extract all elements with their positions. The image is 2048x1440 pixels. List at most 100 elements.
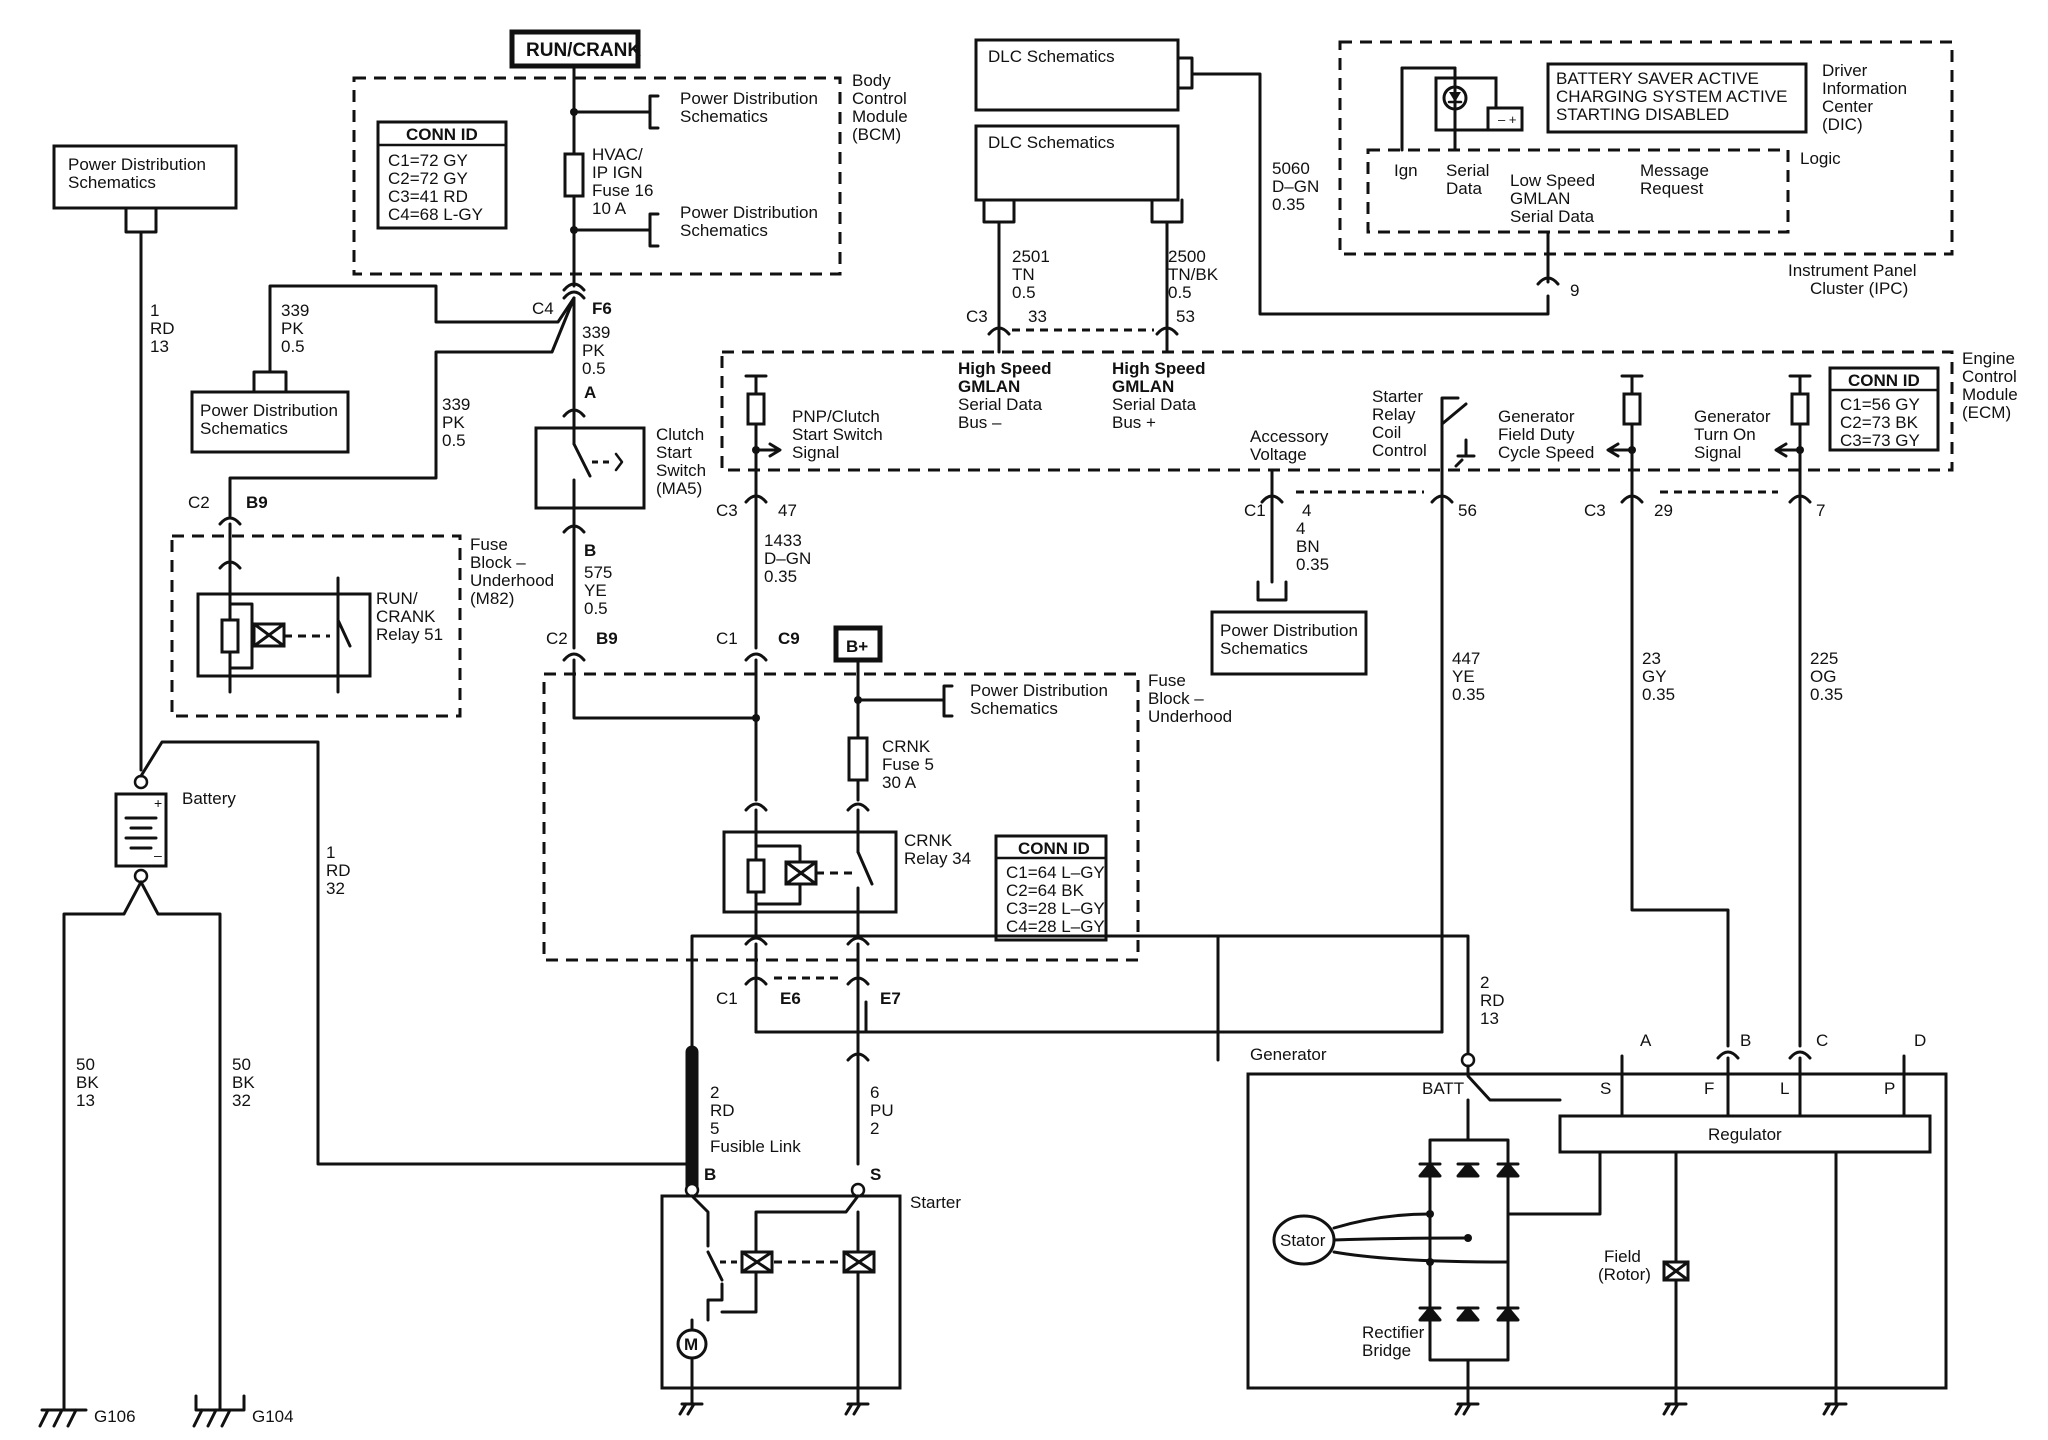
svg-text:Information: Information	[1822, 79, 1907, 98]
fuse16-label: HVAC/	[592, 145, 643, 164]
svg-text:Accessory: Accessory	[1250, 427, 1329, 446]
svg-text:+: +	[154, 795, 162, 811]
svg-text:Relay 34: Relay 34	[904, 849, 971, 868]
svg-text:P: P	[1884, 1079, 1895, 1098]
svg-text:Regulator: Regulator	[1708, 1125, 1782, 1144]
svg-text:33: 33	[1028, 307, 1047, 326]
svg-text:50: 50	[76, 1055, 95, 1074]
svg-text:Ign: Ign	[1394, 161, 1418, 180]
svg-text:0.5: 0.5	[281, 337, 305, 356]
svg-text:7: 7	[1816, 501, 1825, 520]
svg-text:32: 32	[326, 879, 345, 898]
bcm-conn-id-title: CONN ID	[406, 125, 478, 144]
svg-text:9: 9	[1570, 281, 1579, 300]
svg-text:CHARGING SYSTEM ACTIVE: CHARGING SYSTEM ACTIVE	[1556, 87, 1787, 106]
svg-text:Turn On: Turn On	[1694, 425, 1756, 444]
svg-text:Start Switch: Start Switch	[792, 425, 883, 444]
ecm: Engine Control Module (ECM) CONN ID C1=5…	[716, 349, 2018, 1048]
svg-text:C3=41 RD: C3=41 RD	[388, 187, 468, 206]
svg-text:1433: 1433	[764, 531, 802, 550]
svg-text:Starter: Starter	[910, 1193, 961, 1212]
svg-text:447: 447	[1452, 649, 1480, 668]
svg-text:0.35: 0.35	[1452, 685, 1485, 704]
svg-text:D–GN: D–GN	[764, 549, 811, 568]
svg-text:C2: C2	[188, 493, 210, 512]
svg-text:Underhood: Underhood	[470, 571, 554, 590]
svg-text:C2=72 GY: C2=72 GY	[388, 169, 468, 188]
svg-text:50: 50	[232, 1055, 251, 1074]
svg-text:2: 2	[1480, 973, 1489, 992]
svg-text:E7: E7	[880, 989, 901, 1008]
svg-text:TN: TN	[1012, 265, 1035, 284]
svg-text:E6: E6	[780, 989, 801, 1008]
svg-text:(Rotor): (Rotor)	[1598, 1265, 1651, 1284]
svg-text:C3=28 L–GY: C3=28 L–GY	[1006, 899, 1105, 918]
svg-text:Schematics: Schematics	[680, 107, 768, 126]
battery-section: + – Battery 1 RD 32 50 BK 13 50 BK 32 G1…	[38, 740, 694, 1428]
svg-text:6: 6	[870, 1083, 879, 1102]
svg-text:0.35: 0.35	[764, 567, 797, 586]
svg-text:High Speed: High Speed	[958, 359, 1052, 378]
svg-text:Coil: Coil	[1372, 423, 1401, 442]
svg-text:STARTING DISABLED: STARTING DISABLED	[1556, 105, 1729, 124]
svg-text:0.5: 0.5	[1168, 283, 1192, 302]
svg-text:30 A: 30 A	[882, 773, 917, 792]
svg-text:C1=72 GY: C1=72 GY	[388, 151, 468, 170]
fuse-block-m82: C2 B9 RUN/ CRANK Relay 51 Fuse Block – U…	[170, 493, 554, 718]
svg-text:Power Distribution: Power Distribution	[200, 401, 338, 420]
svg-text:13: 13	[76, 1091, 95, 1110]
svg-text:CONN ID: CONN ID	[1848, 371, 1920, 390]
svg-text:–: –	[154, 847, 162, 863]
svg-text:C2: C2	[546, 629, 568, 648]
clutch-start-switch: A Clutch Start Switch (MA5) B 575 YE 0.5	[534, 383, 706, 650]
svg-text:C3=73 GY: C3=73 GY	[1840, 431, 1920, 450]
svg-text:2501: 2501	[1012, 247, 1050, 266]
svg-text:Cycle Speed: Cycle Speed	[1498, 443, 1594, 462]
svg-text:23: 23	[1642, 649, 1661, 668]
svg-text:4: 4	[1302, 501, 1311, 520]
svg-text:Driver: Driver	[1822, 61, 1868, 80]
svg-text:Control: Control	[852, 89, 907, 108]
svg-text:B: B	[704, 1165, 716, 1184]
svg-text:Signal: Signal	[1694, 443, 1741, 462]
svg-text:Clutch: Clutch	[656, 425, 704, 444]
svg-text:5: 5	[710, 1119, 719, 1138]
svg-text:C1: C1	[716, 989, 738, 1008]
svg-text:B+: B+	[846, 637, 868, 656]
power-dist-left: Power Distribution Schematics 1 RD 13 Po…	[52, 144, 350, 772]
bcm-area: RUN/CRANK Body Control Module (BCM) CONN…	[228, 29, 908, 518]
svg-text:GMLAN: GMLAN	[1112, 377, 1174, 396]
svg-text:C2=73 BK: C2=73 BK	[1840, 413, 1919, 432]
svg-text:Switch: Switch	[656, 461, 706, 480]
svg-text:C4: C4	[532, 299, 554, 318]
svg-text:Engine: Engine	[1962, 349, 2015, 368]
svg-text:PK: PK	[281, 319, 304, 338]
svg-text:High Speed: High Speed	[1112, 359, 1206, 378]
svg-text:0.5: 0.5	[584, 599, 608, 618]
svg-text:CONN ID: CONN ID	[1018, 839, 1090, 858]
svg-text:Power Distribution: Power Distribution	[1220, 621, 1358, 640]
svg-text:Underhood: Underhood	[1148, 707, 1232, 726]
bcm-label-1: Body	[852, 71, 891, 90]
svg-text:C9: C9	[778, 629, 800, 648]
svg-text:PU: PU	[870, 1101, 894, 1120]
svg-text:Field: Field	[1604, 1247, 1641, 1266]
svg-text:Generator: Generator	[1694, 407, 1771, 426]
svg-text:B: B	[1740, 1031, 1751, 1050]
svg-text:PK: PK	[582, 341, 605, 360]
svg-text:Instrument Panel: Instrument Panel	[1788, 261, 1917, 280]
svg-text:(MA5): (MA5)	[656, 479, 702, 498]
svg-text:Block –: Block –	[1148, 689, 1204, 708]
svg-text:– +: – +	[1498, 112, 1516, 127]
dlc-ipc: DLC Schematics DLC Schematics 2501 TN 0.…	[958, 38, 1954, 432]
svg-text:Relay 51: Relay 51	[376, 625, 443, 644]
svg-text:Module: Module	[1962, 385, 2018, 404]
generator: 2 RD 13 Generator BATT A B C D S F L P R…	[1210, 934, 1948, 1416]
svg-text:(ECM): (ECM)	[1962, 403, 2011, 422]
svg-text:Power Distribution: Power Distribution	[680, 203, 818, 222]
svg-text:4: 4	[1296, 519, 1305, 538]
svg-text:C3: C3	[1584, 501, 1606, 520]
svg-text:Schematics: Schematics	[68, 173, 156, 192]
svg-text:YE: YE	[584, 581, 607, 600]
svg-text:F: F	[1704, 1079, 1714, 1098]
